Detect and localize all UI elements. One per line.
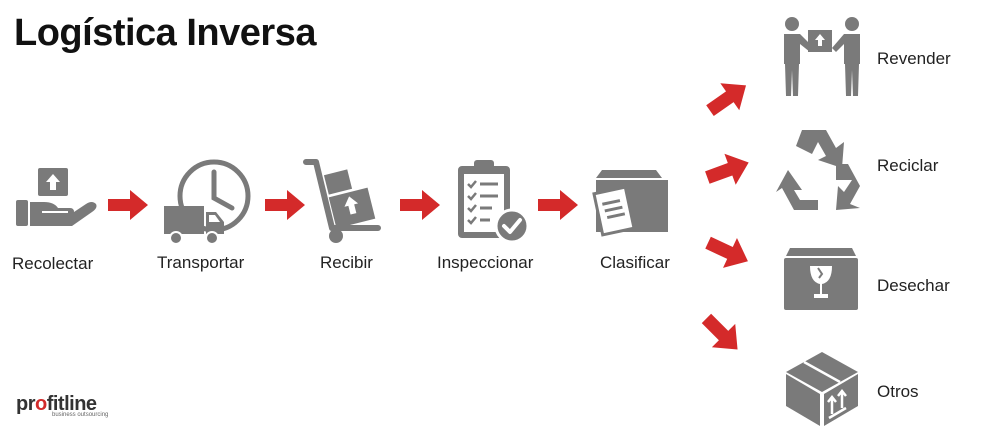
arrow-right-icon: [265, 190, 305, 220]
arrow-right-icon: [400, 190, 440, 220]
recycle-icon: [776, 130, 860, 210]
arrow-up-right-icon: [706, 83, 747, 117]
box-clipboard-icon: [592, 170, 668, 237]
clock-truck-icon: [164, 159, 251, 245]
brand-name-o: o: [35, 393, 47, 415]
brand-logo: profitline: [16, 393, 97, 416]
step-label-transportar: Transportar: [157, 253, 245, 272]
step-label-clasificar: Clasificar: [600, 253, 670, 272]
brand-name-prefix: pr: [16, 393, 36, 415]
arrow-up-right-icon: [705, 153, 749, 185]
step-label-inspeccionar: Inspeccionar: [437, 253, 534, 272]
arrow-right-icon: [538, 190, 578, 220]
step-label-recibir: Recibir: [320, 253, 373, 272]
fragile-box-icon: [784, 248, 858, 310]
clipboard-check-icon: [458, 160, 530, 244]
step-label-recolectar: Recolectar: [12, 254, 94, 273]
outcome-label-desechar: Desechar: [877, 276, 950, 295]
brand-name-suffix: fitline: [46, 393, 97, 415]
hand-truck-icon: [303, 159, 381, 243]
outcome-label-otros: Otros: [877, 382, 919, 401]
arrow-down-right-icon: [705, 236, 748, 268]
this-side-up-box-icon: [786, 352, 858, 426]
brand-tagline: business outsourcing: [52, 412, 109, 418]
outcome-label-reciclar: Reciclar: [877, 156, 939, 175]
arrow-right-icon: [108, 190, 148, 220]
arrow-down-right-icon: [701, 313, 738, 350]
page-title: Logística Inversa: [14, 12, 316, 54]
hand-box-icon: [16, 168, 97, 226]
outcome-label-revender: Revender: [877, 49, 951, 68]
people-exchange-box-icon: [784, 17, 860, 96]
